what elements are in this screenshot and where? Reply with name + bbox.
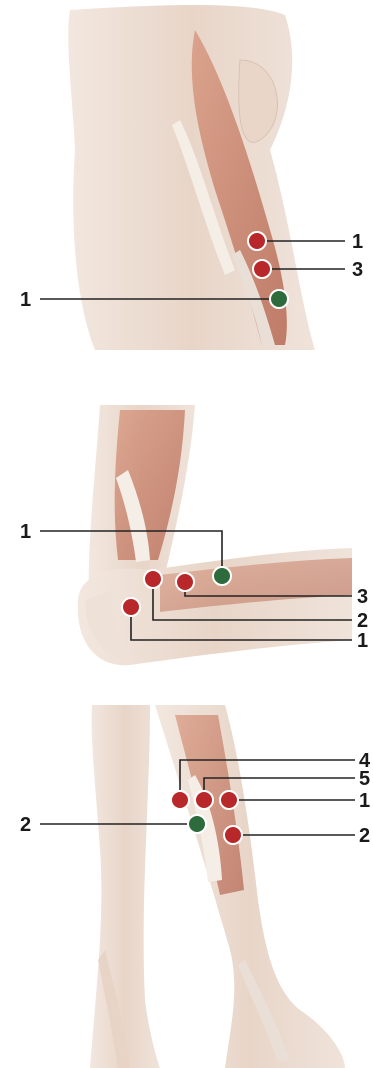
acupoint-red: [171, 791, 189, 809]
point-label: 1: [20, 521, 31, 543]
acupoint-red: [195, 791, 213, 809]
acupoint-green: [188, 815, 206, 833]
acupoint-green: [213, 567, 231, 585]
acupoint-red: [248, 232, 266, 250]
acupoint-red: [220, 791, 238, 809]
panel-top-upper-arm: 1 3 1: [20, 5, 363, 350]
point-label: 1: [359, 790, 370, 812]
point-label: 1: [20, 289, 31, 311]
acupoint-red: [144, 570, 162, 588]
panel-middle-elbow: 1 3 2 1: [20, 405, 368, 665]
acupoint-red: [253, 260, 271, 278]
acupoint-green: [270, 290, 288, 308]
left-arm-shape: [90, 705, 160, 1068]
acupoint-red: [122, 598, 140, 616]
point-label: 1: [357, 630, 368, 652]
point-label: 3: [357, 586, 368, 608]
acupoint-red: [176, 573, 194, 591]
acupoint-red: [224, 826, 242, 844]
point-label: 2: [357, 610, 368, 632]
point-label: 3: [352, 259, 363, 281]
point-label: 2: [20, 814, 31, 836]
panel-bottom-forearm: 4 5 1 2 2: [20, 705, 371, 1068]
point-label: 1: [352, 231, 363, 253]
point-label: 5: [359, 768, 370, 790]
point-label: 2: [359, 825, 370, 847]
